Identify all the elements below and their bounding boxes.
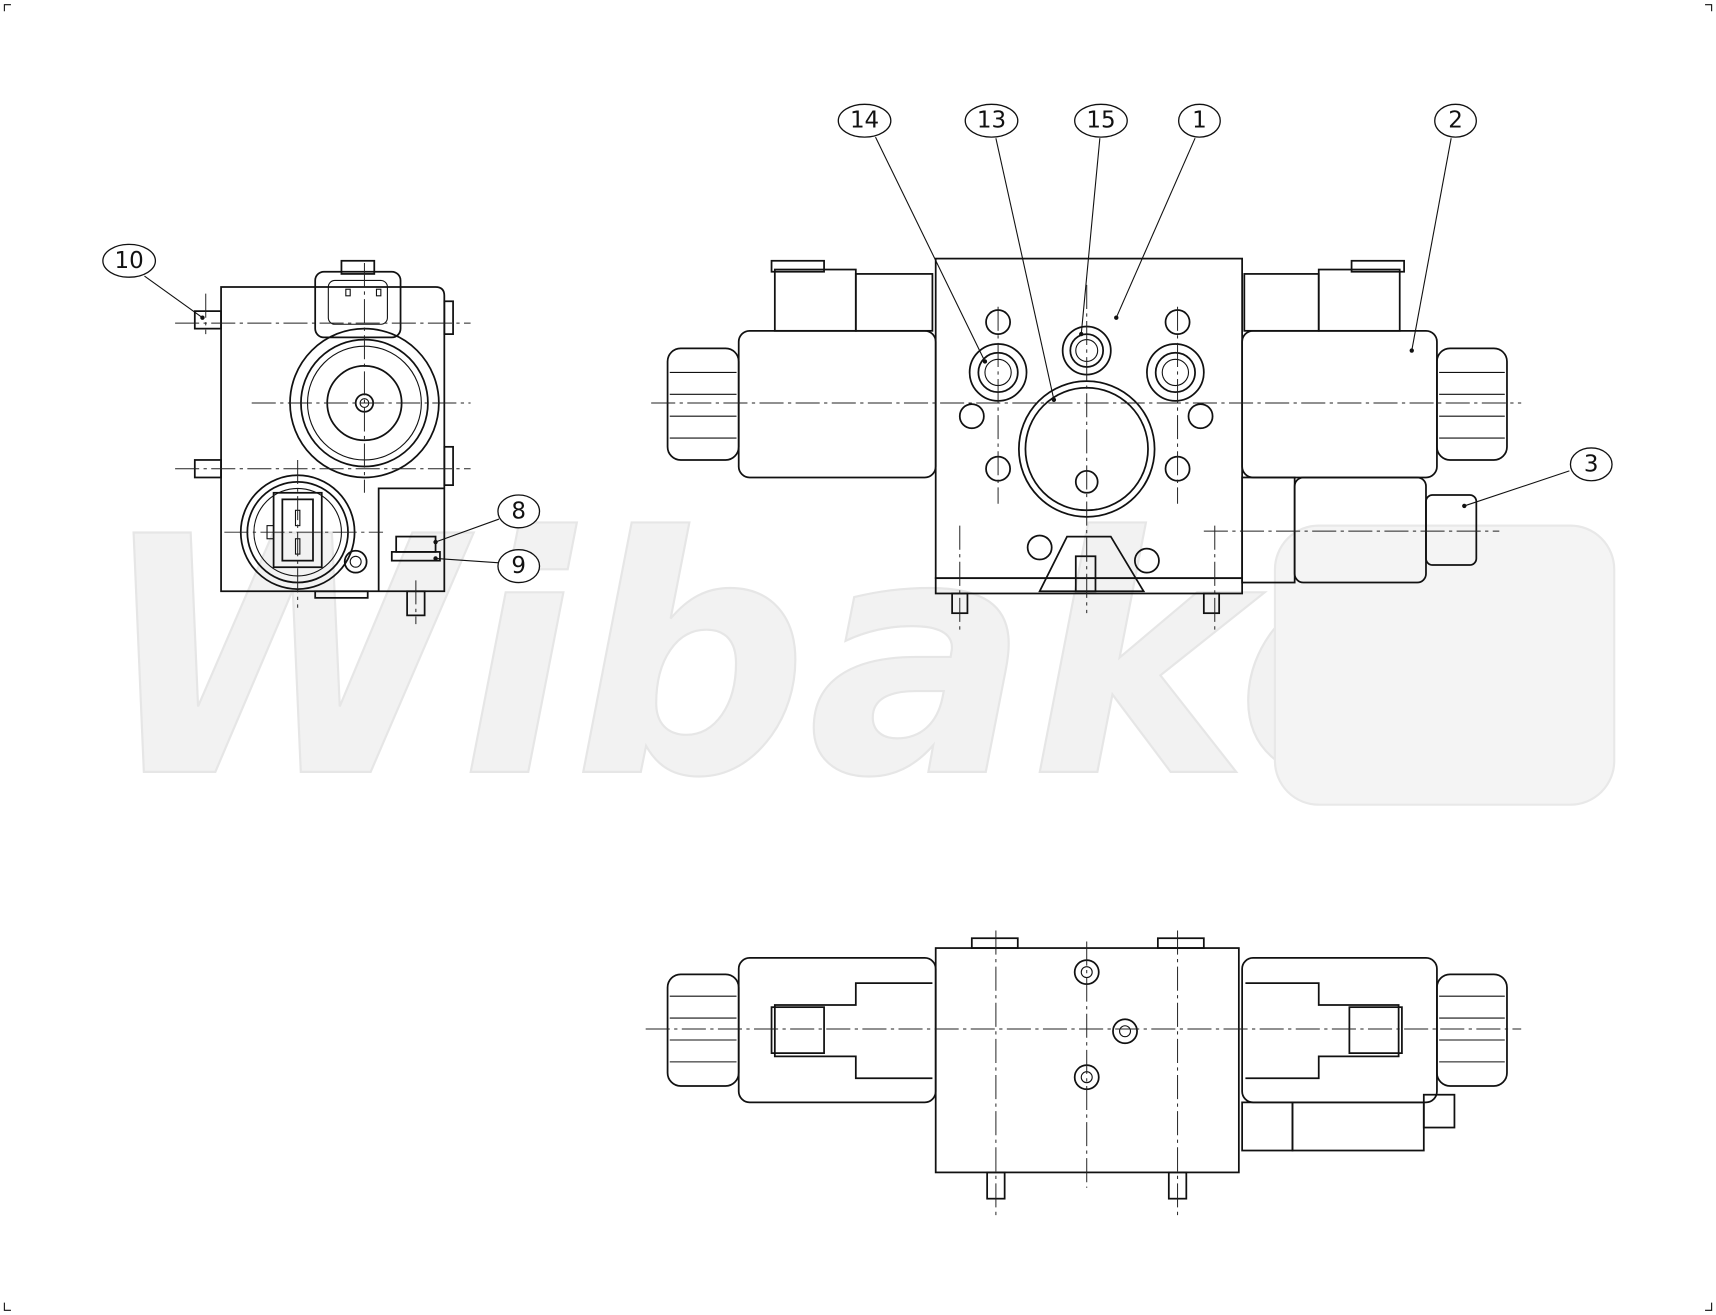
balloon-label: 3 bbox=[1584, 451, 1599, 477]
balloon-label: 15 bbox=[1086, 108, 1115, 134]
balloon-label: 1 bbox=[1192, 108, 1207, 134]
balloon-14: 14 bbox=[837, 103, 892, 138]
balloon-9: 9 bbox=[497, 549, 541, 584]
leader-dots bbox=[200, 315, 1467, 561]
balloon-label: 9 bbox=[511, 553, 526, 579]
balloon-10: 10 bbox=[102, 243, 157, 278]
corner-marks bbox=[3, 4, 1713, 1311]
watermark: Wibako bbox=[97, 467, 1616, 851]
balloon-1: 1 bbox=[1177, 103, 1221, 138]
balloon-label: 13 bbox=[977, 108, 1006, 134]
front-view bbox=[651, 257, 1522, 630]
balloon-label: 10 bbox=[115, 248, 144, 274]
balloon-3: 3 bbox=[1569, 447, 1613, 482]
balloon-2: 2 bbox=[1434, 103, 1477, 138]
balloon-label: 8 bbox=[511, 498, 526, 524]
balloon-15: 15 bbox=[1074, 103, 1128, 138]
watermark-text: Wibako bbox=[98, 468, 1461, 850]
balloon-label: 2 bbox=[1448, 108, 1463, 134]
leader-lines bbox=[144, 136, 1570, 564]
balloon-label: 14 bbox=[850, 108, 879, 134]
balloon-13: 13 bbox=[964, 103, 1019, 138]
balloon-8: 8 bbox=[497, 494, 541, 529]
side-view bbox=[175, 259, 471, 625]
top-view bbox=[645, 930, 1522, 1216]
